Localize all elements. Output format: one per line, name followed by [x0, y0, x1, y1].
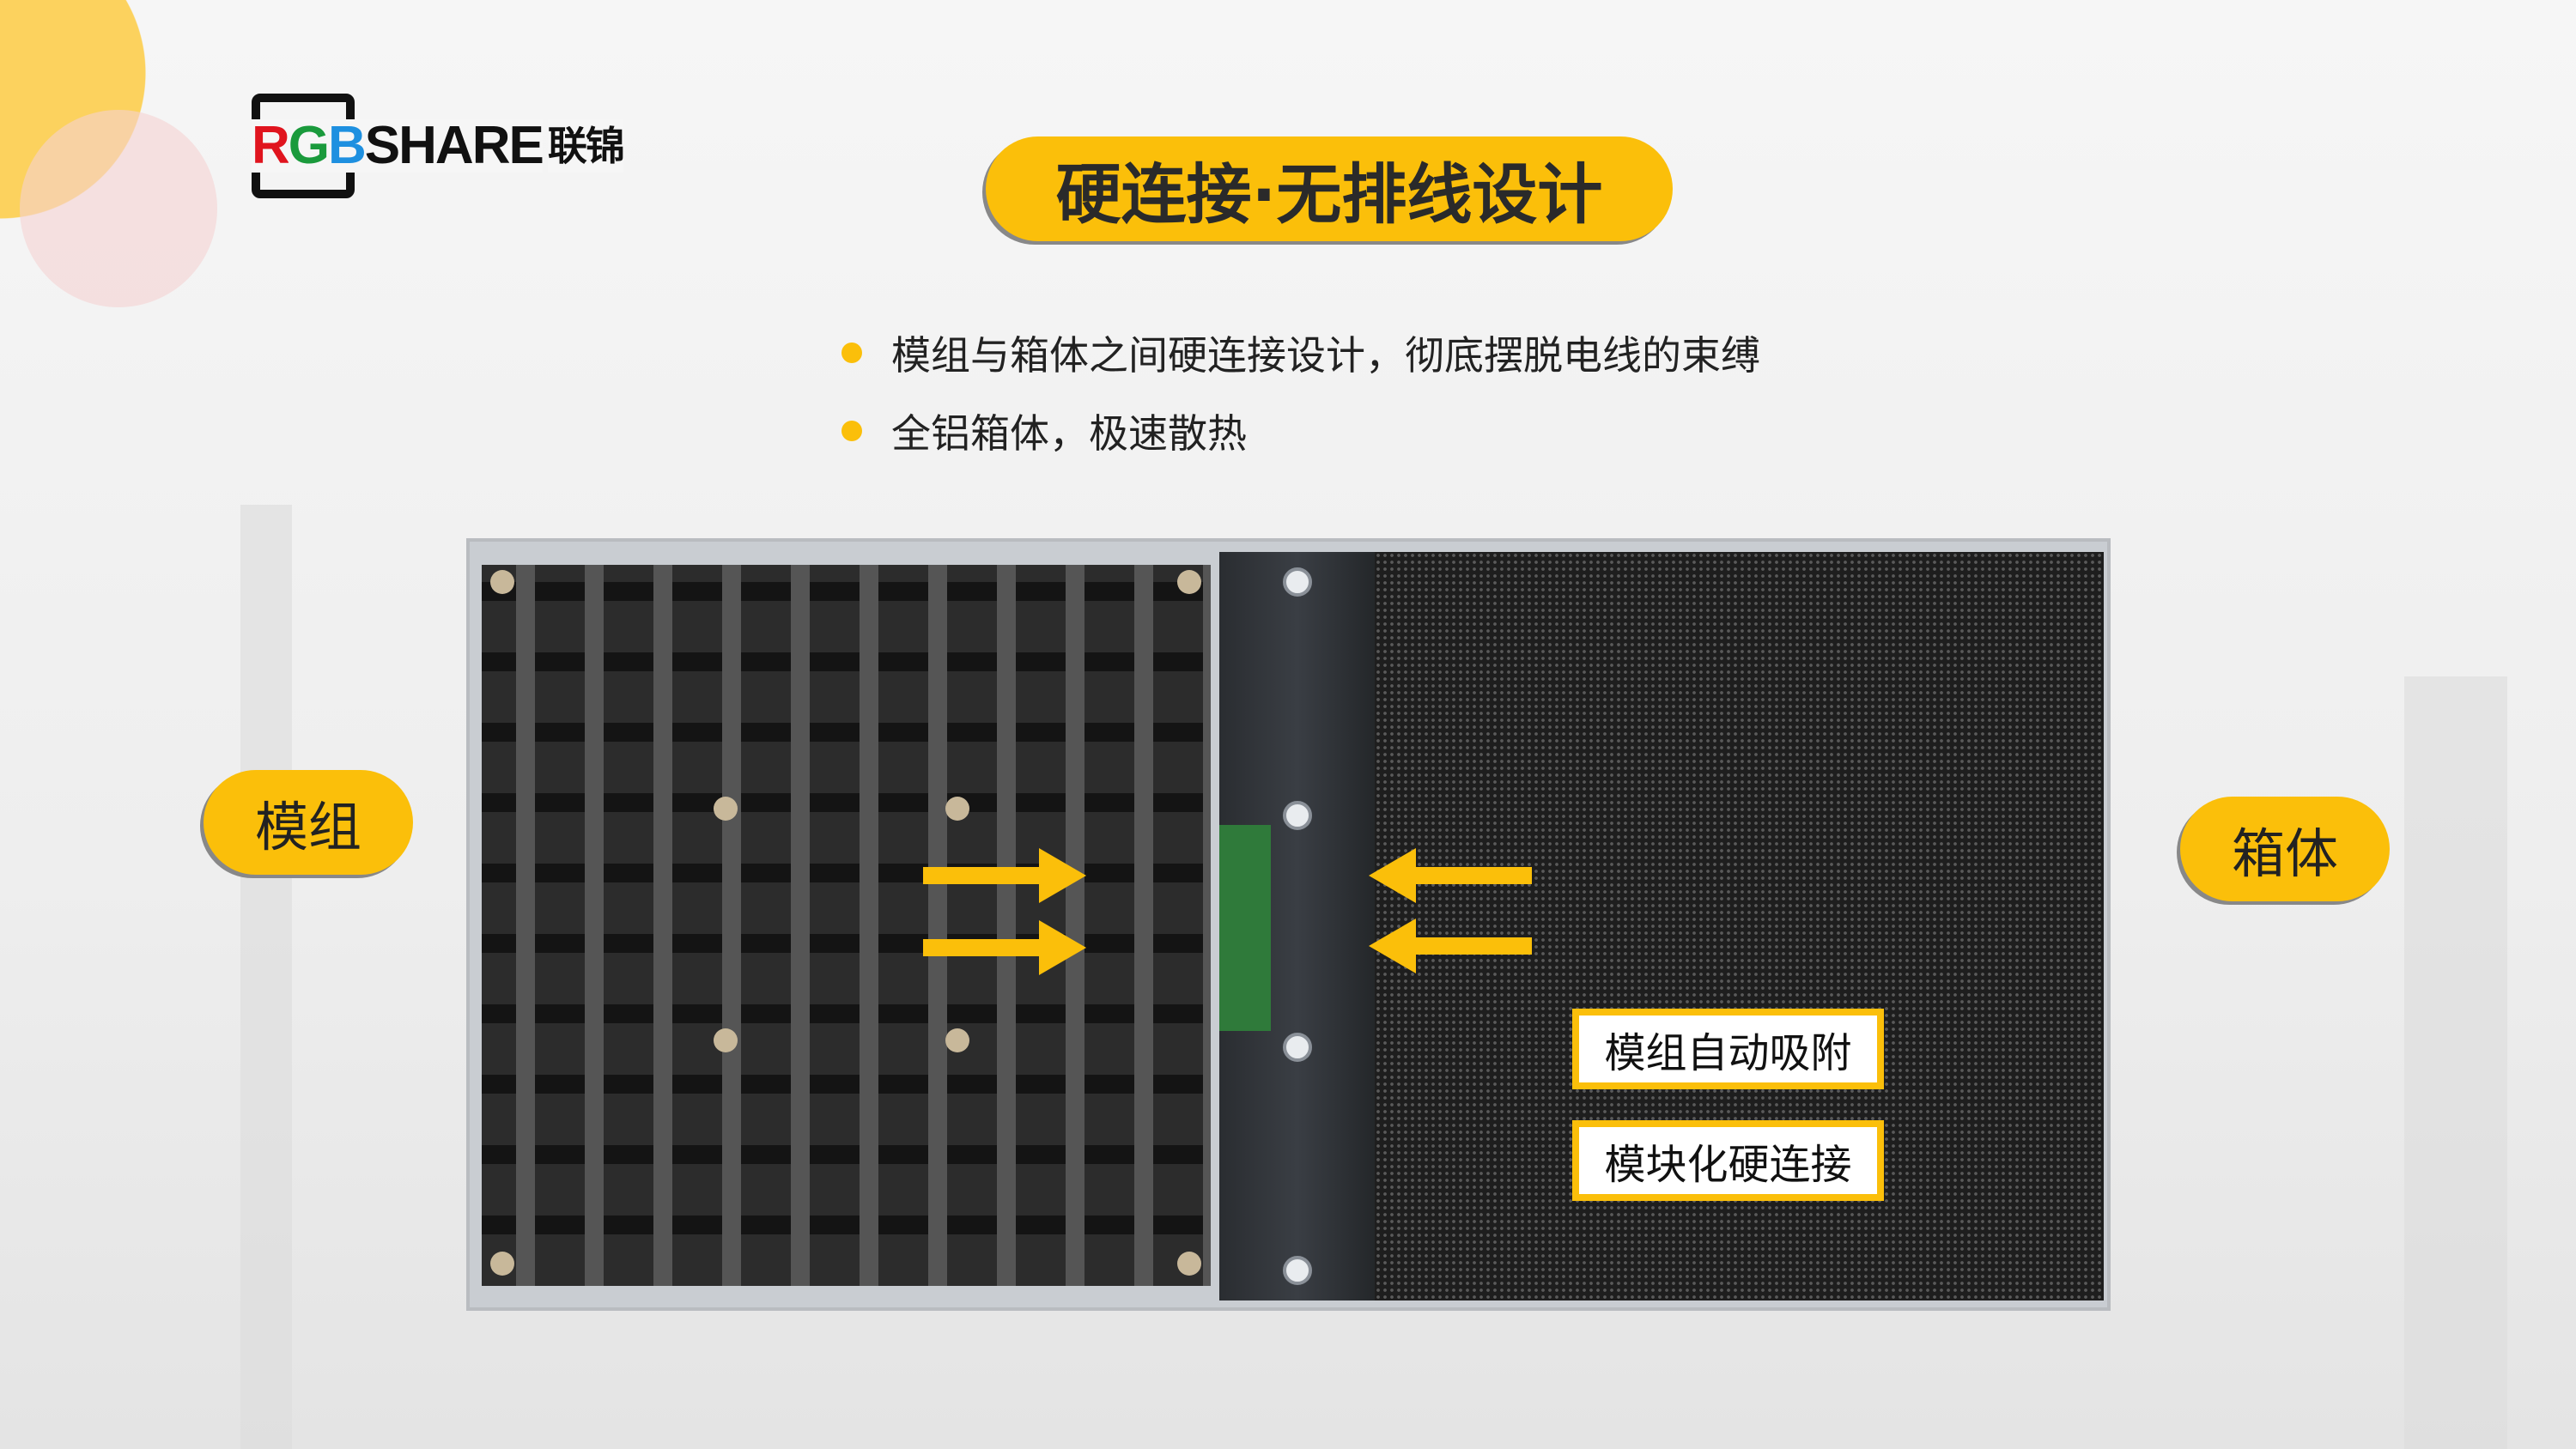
arrow-right-icon — [923, 920, 1086, 975]
logo-g: G — [288, 116, 330, 175]
cabinet-label: 箱体 — [2180, 797, 2390, 901]
rgbshare-logo: R G B SHARE 联锦 — [252, 94, 707, 198]
pcb-hole — [1177, 570, 1201, 594]
background-skyline — [2404, 676, 2507, 1449]
bullet-text: 模组与箱体之间硬连接设计，彻底摆脱电线的束缚 — [891, 332, 1760, 379]
arrow-right-icon — [923, 848, 1086, 903]
pcb-hole — [490, 1252, 514, 1276]
bullet-item: 全铝箱体，极速散热 — [841, 403, 1247, 459]
module-label: 模组 — [204, 770, 413, 875]
bullet-dot-icon — [841, 343, 862, 363]
arrow-left-icon — [1369, 848, 1532, 903]
arrow-left-icon — [1369, 919, 1532, 973]
page-title: 硬连接·无排线设计 — [986, 136, 1673, 241]
pcb-hole — [714, 1028, 738, 1052]
screw-icon — [1283, 567, 1312, 597]
bullet-text: 全铝箱体，极速散热 — [891, 410, 1247, 457]
logo-b: B — [328, 116, 367, 175]
logo-r: R — [252, 116, 290, 175]
screw-icon — [1283, 801, 1312, 830]
pcb-hole — [714, 797, 738, 821]
screw-icon — [1283, 1256, 1312, 1285]
pcb-hole — [945, 1028, 969, 1052]
connector-board — [1219, 825, 1271, 1031]
logo-cn: 联锦 — [547, 119, 625, 173]
bullet-dot-icon — [841, 421, 862, 441]
product-photo — [466, 538, 2111, 1311]
screw-icon — [1283, 1033, 1312, 1062]
bullet-item: 模组与箱体之间硬连接设计，彻底摆脱电线的束缚 — [841, 324, 1760, 381]
logo-share: SHARE — [364, 116, 544, 175]
feature-box: 模块化硬连接 — [1572, 1120, 1884, 1201]
decor-circle-pink — [20, 110, 217, 307]
pcb-hole — [490, 570, 514, 594]
background-skyline — [240, 505, 292, 1449]
pcb-hole — [945, 797, 969, 821]
feature-box: 模组自动吸附 — [1572, 1009, 1884, 1089]
module-pcb-image — [482, 565, 1211, 1286]
pcb-hole — [1177, 1252, 1201, 1276]
